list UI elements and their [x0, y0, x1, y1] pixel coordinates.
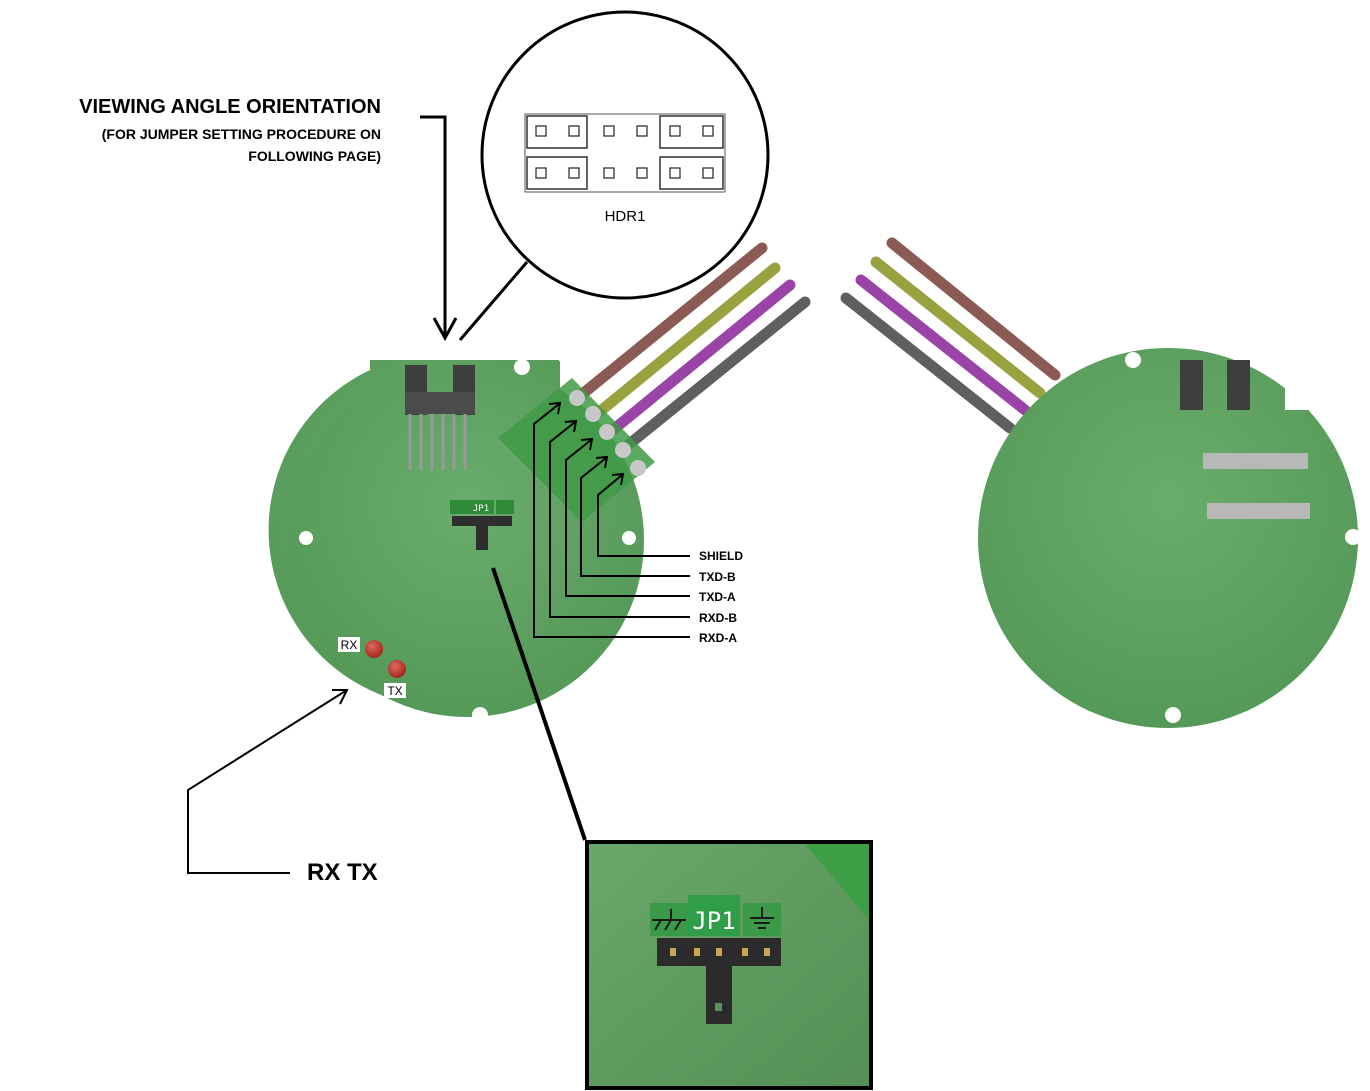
terminal-label-rxd-b: RXD-B: [699, 611, 737, 625]
rx-tx-text: RX TX: [307, 859, 378, 886]
pin-row-back: [1203, 453, 1308, 469]
jp1-zoom-leader: [491, 567, 587, 841]
header-back: [1180, 360, 1203, 410]
tx-led: [388, 660, 406, 678]
left-wire-bundle: [569, 242, 811, 456]
mount-hole: [472, 707, 488, 723]
wire-olive: [870, 256, 1046, 399]
rx-tx-leader: [187, 689, 348, 874]
header-back: [1227, 360, 1250, 410]
rx-led: [365, 640, 383, 658]
mount-hole: [622, 531, 636, 545]
hdr1-outline: [524, 113, 726, 193]
wire-purple: [602, 279, 796, 440]
terminal-labels: SHIELD TXD-B TXD-A RXD-B RXD-A: [699, 549, 743, 645]
terminal-label-rxd-a: RXD-A: [699, 631, 737, 645]
tx-label: TX: [387, 684, 402, 698]
hdr1-label: HDR1: [605, 208, 646, 225]
viewing-angle-callout: VIEWING ANGLE ORIENTATION (FOR JUMPER SE…: [79, 96, 458, 342]
wire-olive: [586, 262, 781, 424]
terminal-label-txd-b: TXD-B: [699, 570, 736, 584]
jp1-shunt-pin: [715, 1003, 722, 1011]
hdr1-zoom: HDR1: [458, 10, 770, 341]
tx-label-box: [384, 683, 406, 698]
rx-label-box: [338, 637, 360, 652]
terminal-screw: [599, 424, 615, 440]
board-notch: [1285, 330, 1370, 410]
earth-ground-icon: [750, 907, 774, 929]
right-wire-bundle: [840, 237, 1061, 434]
terminal-screw: [630, 460, 646, 476]
pin-row-back: [1207, 503, 1310, 519]
wire-brown: [886, 237, 1061, 381]
board-notch-right: [540, 330, 600, 362]
terminal-leaders: [533, 401, 690, 638]
chassis-ground-icon: [652, 909, 686, 931]
terminal-screw: [569, 390, 585, 406]
jp1-zoom-label: JP1: [692, 907, 735, 935]
jp1-jumper-shunt: [706, 966, 732, 1024]
wire-gray: [616, 296, 811, 456]
mount-hole: [299, 531, 313, 545]
right-board-disc: [978, 348, 1358, 728]
right-board: [840, 237, 1370, 728]
viewing-angle-sub1: (FOR JUMPER SETTING PROCEDURE ON: [102, 126, 381, 142]
jp1-label-box: [688, 895, 740, 936]
mount-hole: [1165, 707, 1181, 723]
zoom-leader: [458, 261, 529, 341]
wire-gray: [840, 292, 1016, 434]
board-notch: [300, 330, 370, 370]
viewing-angle-title: VIEWING ANGLE ORIENTATION: [79, 96, 381, 118]
terminal-label-txd-a: TXD-A: [699, 590, 736, 604]
terminal-label-shield: SHIELD: [699, 549, 743, 563]
terminal-block: [498, 378, 655, 522]
rx-label: RX: [341, 638, 358, 652]
jp1-zoom: JP1: [491, 567, 873, 1090]
mount-hole: [1125, 352, 1141, 368]
hdr1-pins: [535, 125, 714, 179]
left-board: JP1 RX TX: [268, 242, 811, 723]
jp1-pins: [670, 948, 770, 956]
jp1-small-label: JP1: [473, 504, 489, 514]
viewing-angle-sub2: FOLLOWING PAGE): [248, 148, 381, 164]
terminal-screw: [615, 442, 631, 458]
mount-hole: [1345, 529, 1361, 545]
jumper-jp1-small: JP1: [450, 500, 514, 550]
wire-brown: [569, 242, 768, 406]
viewing-angle-arrow: [420, 115, 447, 335]
jp1-zoom-corner: [805, 844, 869, 920]
wire-purple: [855, 274, 1031, 416]
header-connector: [405, 365, 475, 470]
mount-hole: [514, 359, 530, 375]
rx-tx-callout: RX TX: [187, 689, 378, 886]
terminal-screw: [585, 406, 601, 422]
